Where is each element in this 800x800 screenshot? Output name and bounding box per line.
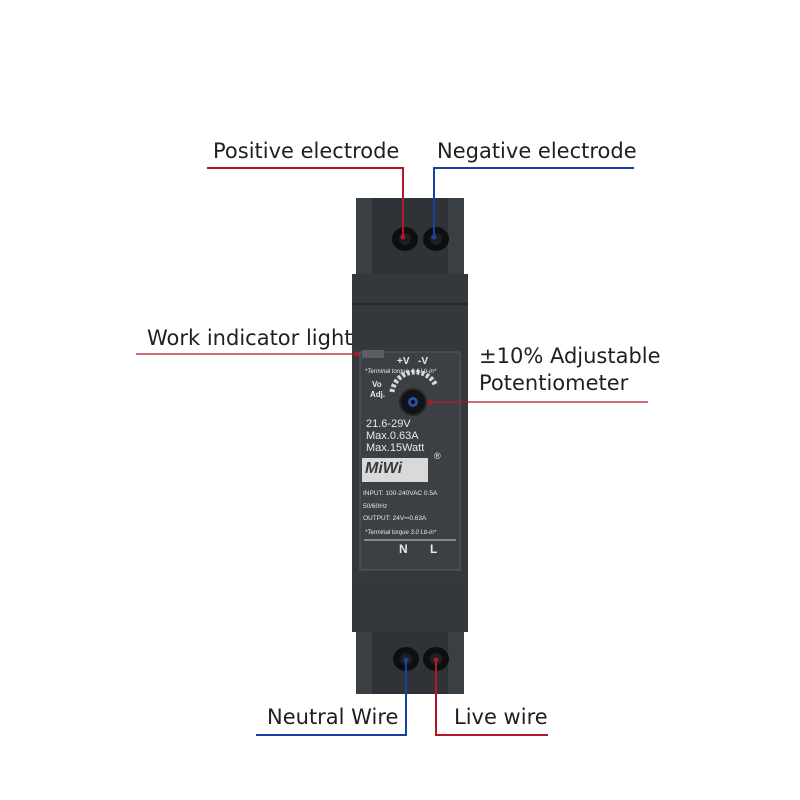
live-leader-line bbox=[435, 660, 548, 736]
brand-logo-box bbox=[362, 458, 428, 482]
adjustable-label-line1: ±10% Adjustable bbox=[479, 344, 661, 368]
adjustable-label-line2: Potentiometer bbox=[479, 371, 629, 395]
positive-leader-line bbox=[207, 167, 404, 237]
panel-plus-v: +V bbox=[397, 356, 410, 367]
panel-max-current: Max.0.63A bbox=[366, 430, 419, 442]
neutral-leader-line bbox=[256, 660, 407, 736]
panel-frequency: 50/60Hz bbox=[363, 503, 388, 510]
brand-logo: MiWi bbox=[365, 460, 403, 477]
positive-terminal-screw bbox=[392, 227, 418, 251]
indicator-light bbox=[362, 350, 384, 358]
panel-torque-top: *Terminal torque 4.4 Lb-in* bbox=[365, 369, 437, 375]
panel-max-power: Max.15Watt bbox=[366, 442, 425, 454]
negative-electrode-label: Negative electrode bbox=[437, 139, 637, 163]
panel-minus-v: -V bbox=[418, 356, 428, 367]
upper-housing bbox=[352, 274, 468, 348]
registered-mark: ® bbox=[434, 451, 441, 461]
negative-terminal-screw bbox=[423, 227, 449, 251]
panel-n: N bbox=[399, 542, 408, 556]
work-indicator-light-label: Work indicator light bbox=[147, 326, 353, 350]
neutral-wire-label: Neutral Wire bbox=[267, 705, 399, 729]
panel-adj: Adj. bbox=[370, 390, 386, 399]
live-wire-label: Live wire bbox=[454, 705, 548, 729]
panel-input: INPUT: 100-240VAC 0.5A bbox=[363, 490, 438, 497]
panel-torque-bottom: *Terminal torque 3.0 Lb-in* bbox=[365, 530, 437, 536]
panel-voltage-range: 21.6-29V bbox=[366, 418, 411, 430]
panel-output: OUTPUT: 24V⎓0.63A bbox=[363, 515, 427, 522]
potentiometer bbox=[389, 369, 439, 416]
panel-l: L bbox=[430, 542, 438, 556]
positive-electrode-label: Positive electrode bbox=[213, 139, 400, 163]
lower-housing bbox=[352, 580, 468, 632]
negative-leader-line bbox=[433, 167, 634, 237]
panel-vo: Vo bbox=[372, 380, 382, 389]
